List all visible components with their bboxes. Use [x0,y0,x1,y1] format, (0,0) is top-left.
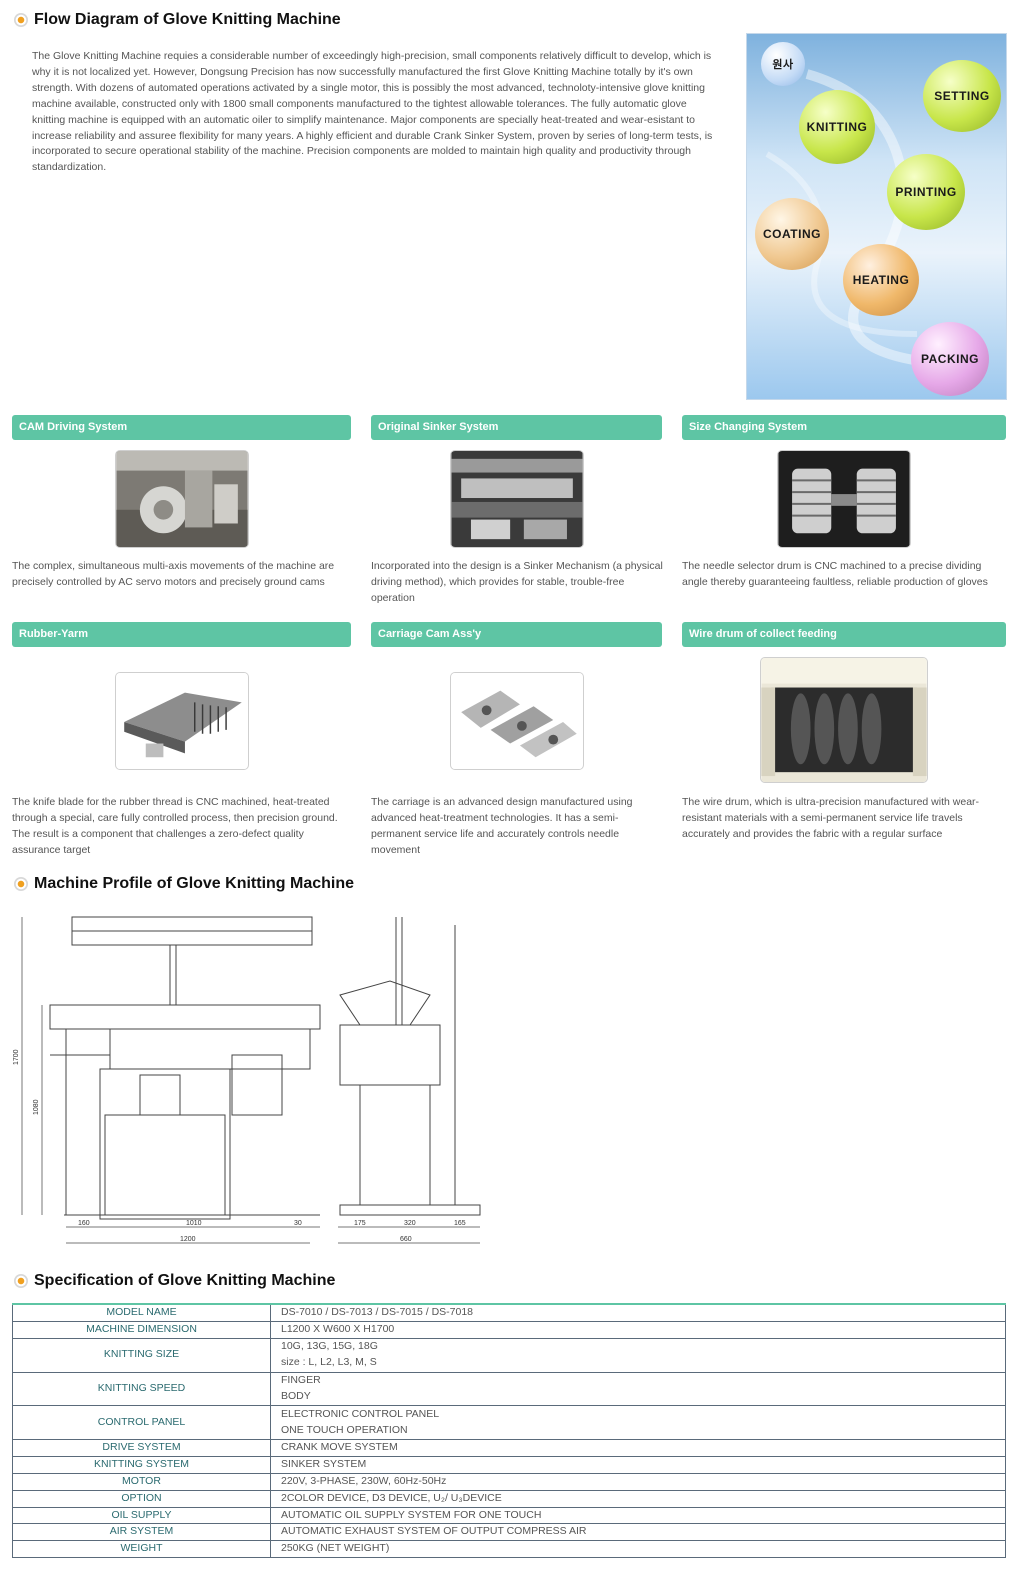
spec-key: MODEL NAME [12,1303,271,1322]
spec-key: CONTROL PANEL [12,1405,271,1440]
feature-desc-wire: The wire drum, which is ultra-precision … [682,796,980,840]
machine-profile-drawing: 1700 1080 160 1010 30 1200 175 320 165 6… [13,916,481,1244]
dim-width: 1200 [180,1236,196,1243]
feature-header-rubber: Rubber-Yarm [12,622,351,647]
feature-image-size [777,450,911,548]
spec-value: FINGER BODY [270,1371,1006,1407]
flow-stage-start: 원사 [761,42,805,86]
feature-image-carriage [450,672,584,770]
feature-image-cam [115,450,249,548]
spec-value: 10G, 13G, 15G, 18G size : L, L2, L3, M, S [270,1337,1006,1373]
dim-height-table: 1080 [33,1099,40,1115]
bullet-icon [14,13,28,27]
spec-value: SINKER SYSTEM [270,1455,1006,1474]
flow-intro-text: The Glove Knitting Machine requies a con… [32,50,713,174]
spec-key: DRIVE SYSTEM [12,1438,271,1457]
feature-desc-cam: The complex, simultaneous multi-axis mov… [12,560,335,588]
dim-depth: 660 [400,1236,412,1243]
spec-value: AUTOMATIC EXHAUST SYSTEM OF OUTPUT COMPR… [270,1523,1006,1542]
feature-header-size: Size Changing System [682,415,1006,440]
spec-value: CRANK MOVE SYSTEM [270,1438,1006,1457]
spec-value-line: ONE TOUCH OPERATION [281,1423,408,1436]
table-row: CONTROL PANEL ELECTRONIC CONTROL PANEL ONE… [12,1405,1006,1440]
spec-key: KNITTING SPEED [12,1371,271,1407]
spec-value-line: FINGER [281,1373,321,1386]
flow-diagram-image: 원사 SETTING KNITTING PRINTING COATING HEA… [746,33,1007,400]
feature-image-wire [760,657,928,783]
flow-stage-coating: COATING [755,198,829,270]
feature-image-sinker [450,450,584,548]
profile-section-title: Machine Profile of Glove Knitting Machin… [14,873,354,895]
flow-section-title: Flow Diagram of Glove Knitting Machine [14,9,341,31]
spec-key: OPTION [12,1489,271,1508]
dim-30: 30 [294,1220,302,1227]
flow-title: Flow Diagram of Glove Knitting Machine [34,11,341,28]
table-row: KNITTING SPEED FINGER BODY [12,1371,1006,1407]
flow-stage-printing: PRINTING [887,154,965,230]
spec-value: ELECTRONIC CONTROL PANEL ONE TOUCH OPERAT… [270,1405,1006,1440]
feature-header-cam: CAM Driving System [12,415,351,440]
spec-key: WEIGHT [12,1540,271,1559]
flow-stage-knitting: KNITTING [799,90,875,164]
dim-160: 160 [78,1220,90,1227]
dim-1010: 1010 [186,1220,202,1227]
spec-value: DS-7010 / DS-7013 / DS-7015 / DS-7018 [270,1303,1006,1322]
profile-title: Machine Profile of Glove Knitting Machin… [34,875,355,892]
spec-value: 2COLOR DEVICE, D3 DEVICE, U₂/ U₃DEVICE [270,1489,1006,1508]
spec-value-line: ELECTRONIC CONTROL PANEL [281,1407,440,1420]
flow-stage-setting: SETTING [923,60,1001,132]
feature-header-carriage: Carriage Cam Ass'y [371,622,662,647]
feature-desc-rubber: The knife blade for the rubber thread is… [12,796,338,856]
flow-stage-heating: HEATING [843,244,919,316]
spec-key: KNITTING SIZE [12,1337,271,1373]
bullet-icon [14,877,28,891]
bullet-icon [14,1274,28,1288]
dim-165: 165 [454,1220,466,1227]
spec-value: AUTOMATIC OIL SUPPLY SYSTEM FOR ONE TOUC… [270,1506,1006,1525]
feature-desc-sinker: Incorporated into the design is a Sinker… [371,560,663,604]
spec-key: MOTOR [12,1472,271,1491]
spec-key: MACHINE DIMENSION [12,1320,271,1339]
spec-value-line: BODY [281,1389,311,1402]
table-row: KNITTING SIZE 10G, 13G, 15G, 18G size : L,… [12,1337,1006,1373]
feature-desc-carriage: The carriage is an advanced design manuf… [371,796,633,856]
feature-image-rubber [115,672,249,770]
spec-key: OIL SUPPLY [12,1506,271,1525]
spec-value-line: size : L, L2, L3, M, S [281,1356,377,1369]
feature-desc-size: The needle selector drum is CNC machined… [682,560,988,588]
spec-value-line: 10G, 13G, 15G, 18G [281,1340,378,1353]
dim-320: 320 [404,1220,416,1227]
flow-stage-packing: PACKING [911,322,989,396]
feature-header-sinker: Original Sinker System [371,415,662,440]
spec-value: 220V, 3-PHASE, 230W, 60Hz-50Hz [270,1472,1006,1491]
spec-value: 250KG (NET WEIGHT) [270,1540,1006,1559]
spec-key: AIR SYSTEM [12,1523,271,1542]
feature-header-wire: Wire drum of collect feeding [682,622,1006,647]
spec-section-title: Specification of Glove Knitting Machine [14,1270,335,1292]
spec-key: KNITTING SYSTEM [12,1455,271,1474]
dim-175: 175 [354,1220,366,1227]
dim-height-total: 1700 [13,1049,20,1065]
spec-title: Specification of Glove Knitting Machine [34,1272,336,1289]
spec-value: L1200 X W600 X H1700 [270,1320,1006,1339]
